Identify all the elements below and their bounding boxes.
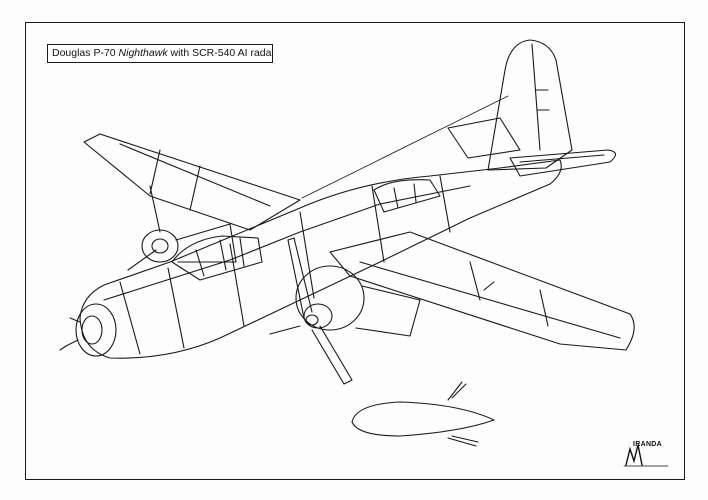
horizontal-stabilizer xyxy=(447,117,617,177)
left-engine xyxy=(127,185,237,271)
miranda-logo xyxy=(623,444,669,467)
cockpit-canopy xyxy=(171,179,441,281)
fuselage xyxy=(79,159,562,359)
left-wing xyxy=(83,133,301,231)
right-wing xyxy=(329,231,635,351)
logo-text: IRANDA xyxy=(633,441,663,448)
right-engine xyxy=(269,237,421,385)
radar-nose xyxy=(59,303,117,357)
title-prefix: Douglas P-70 xyxy=(52,47,119,59)
antenna-wire xyxy=(301,95,509,199)
airfoil-section xyxy=(351,381,495,447)
vertical-tail xyxy=(487,39,573,171)
title-italic: Nighthawk xyxy=(118,47,168,59)
title-suffix: with SCR-540 AI radar xyxy=(167,47,273,59)
drawing-title: Douglas P-70 Nighthawk with SCR-540 AI r… xyxy=(47,44,273,63)
drawing-frame xyxy=(25,22,685,480)
